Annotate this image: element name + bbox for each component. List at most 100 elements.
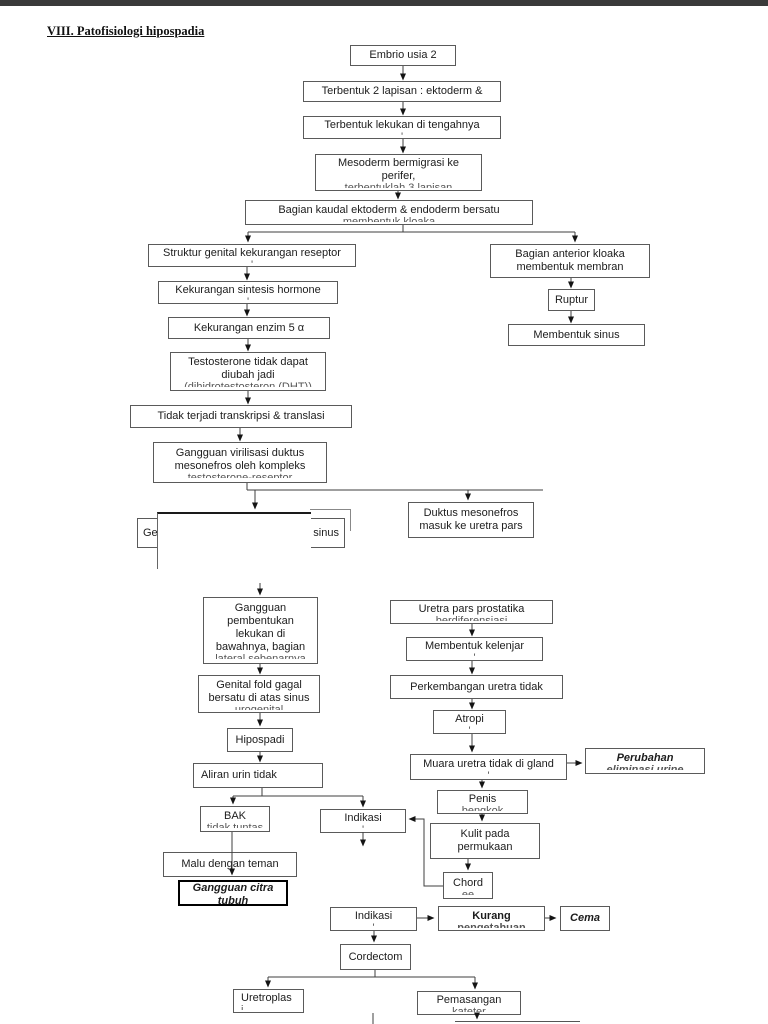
node-text-line: Struktur genital kekurangan reseptor [163,246,341,259]
node-text-line: Aliran urin tidak [201,769,277,781]
node-text-line: Cordectom [348,950,403,963]
node-lapisan: Terbentuk 2 lapisan : ektoderm & [303,81,501,102]
clipped-text-line: tidak tuntas [201,823,269,828]
node-text-line: Chord [453,876,483,889]
node-text-line: Perkembangan uretra tidak [410,680,543,693]
node-muara-uretra: Muara uretra tidak di gland' [410,754,567,780]
node-text-line: tubuh [217,895,249,906]
clipped-text-line: ' [331,923,416,928]
node-text-line: Penis [468,793,497,805]
clipped-text-line: pengetahuan [439,923,544,928]
node-transkripsi: Tidak terjadi transkripsi & translasi [130,405,352,428]
clipped-text-line: ee [444,890,492,895]
node-perubahan: Perubahaneliminasi urine [585,748,705,774]
node-uretroplasti: Uretroplasi [233,989,304,1013]
node-text-line: Uretroplas [241,992,292,1004]
clipped-text-line: lateral sebenarnya [204,654,317,659]
scan-edge-strip [0,0,768,6]
node-text-line: permukaan [457,841,513,853]
node-indikasi-1: Indikasi' [320,809,406,833]
clipped-text-line: terbentuklah 3 lapisan diantaranya [316,183,481,188]
node-sintesis: Kekurangan sintesis hormone' [158,281,338,304]
node-text-line: bersatu di atas sinus [208,691,310,704]
clipped-text-line: membentuk kloaka [246,217,532,222]
node-text-line: Indikasi [354,910,393,922]
clipped-text-line: ' [321,825,405,830]
node-membentuk-kelenjar: Membentuk kelenjar' [406,637,543,661]
node-text-line: Pemasangan [436,994,502,1006]
node-text-line: Bagian kaudal ektoderm & endoderm bersat… [278,203,500,216]
node-text-line: Tidak terjadi transkripsi & translasi [157,410,325,422]
clipped-text-line: kateter [418,1007,520,1012]
clipped-text-line: ' [434,726,505,731]
node-text-line: Indikasi [344,812,382,824]
node-text-line: Gangguan [234,602,287,614]
node-text-line: membentuk membran [516,261,624,273]
node-text-line: Genital fold gagal [216,678,302,691]
node-hipospadi: Hipospadi [227,728,293,752]
node-text-line: Cema [570,912,600,924]
node-text-line: Perubahan [616,752,674,764]
node-cordectomy: Cordectom [340,944,411,970]
clipped-text-line: urogenital [199,705,319,710]
node-text-line: Bagian anterior kloaka [515,248,625,260]
node-text-line: diubah jadi [221,369,275,381]
node-struktur: Struktur genital kekurangan reseptor' [148,244,356,267]
partial-text-left: Ge [143,526,158,539]
node-lekukan: Terbentuk lekukan di tengahnya' [303,116,501,139]
node-bak: BAKtidak tuntas [200,806,270,832]
clipped-text-line: berdiferensiasi [391,616,552,621]
node-text-line: BAK [223,810,246,822]
node-text-line: Kekurangan enzim 5 α [193,321,305,334]
node-text-line: bawahnya, bagian [215,641,306,653]
node-enzim: Kekurangan enzim 5 α [168,317,330,339]
clipped-text-line: ' [407,653,542,658]
clipped-text-line: (dihidrotestosteron (DHT)) [171,382,325,387]
clipped-text-line: ' [304,132,500,137]
partial-text-right: s sinus [304,526,339,539]
node-kurang-pengetahuan: Kurangpengetahuan [438,906,545,931]
clipped-text-line: ' [159,297,337,302]
node-text-line: Malu dengan teman [181,858,279,870]
node-text-line: Kurang [472,909,511,922]
clipped-box-outline [310,509,351,531]
clipped-text-line: i [241,1005,303,1010]
node-text-line: Kekurangan sintesis hormone [175,283,321,296]
node-text-line: Muara uretra tidak di gland [423,758,554,770]
node-text-line: Mesoderm bermigrasi ke [337,157,460,169]
node-text-line: Embrio usia 2 [369,49,437,61]
node-text-line: Atropi [455,713,484,725]
node-text-line: Membentuk kelenjar [424,640,525,652]
node-membentuk-sinus: Membentuk sinus [508,324,645,346]
node-text-line: Gangguan virilisasi duktus [175,447,305,459]
node-kaudal: Bagian kaudal ektoderm & endoderm bersat… [245,200,533,225]
clipped-text-line: eliminasi urine [586,765,704,770]
node-text-line: Ruptur [554,293,589,306]
node-malu: Malu dengan teman [163,852,297,877]
node-text-line: mesonefros oleh kompleks [174,460,306,472]
node-text-line: Hipospadi [235,733,285,746]
node-pemasangan-kateter: Pemasangankateter [417,991,521,1015]
clipped-text-line: ' [149,260,355,265]
page-title: VIII. Patofisiologi hipospadia [47,24,205,38]
node-cemas: Cema [560,906,610,931]
node-embrio: Embrio usia 2 [350,45,456,66]
node-penis: Penisbengkok [437,790,528,814]
node-text-line: Testosterone tidak dapat [188,356,308,368]
node-text-line: Kulit pada [460,828,510,840]
clipped-text-line: bengkok [438,806,527,811]
node-chordee: Chordee [443,872,493,899]
clipped-text-line: testosterone-reseptor [154,473,326,478]
node-mesoderm: Mesoderm bermigrasi keperifer,terbentukl… [315,154,482,191]
node-text-line: Uretra pars prostatika [418,603,525,615]
overlap-cover-box [157,512,311,569]
node-aliran-urin: Aliran urin tidak [193,763,323,788]
